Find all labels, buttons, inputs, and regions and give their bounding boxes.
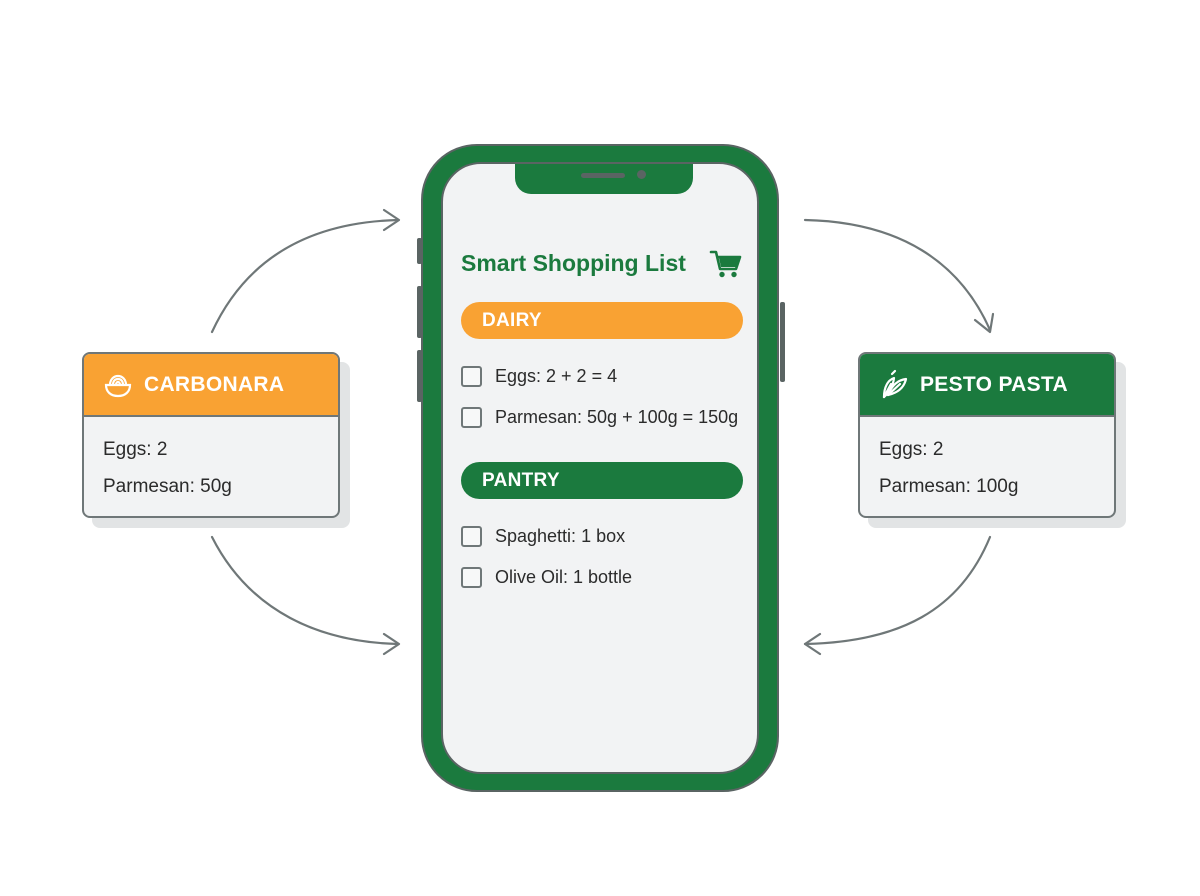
item-checkbox[interactable] [461, 525, 482, 547]
recipe-card-pesto-pasta: PESTO PASTA Eggs: 2 Parmesan: 100g [858, 352, 1116, 518]
phone-screen: Smart Shopping List DAIRY Eggs: 2 + 2 = … [441, 162, 759, 774]
ingredient-item: Eggs: 2 [879, 439, 944, 460]
phone-side-button [417, 238, 422, 264]
recipe-title: PESTO PASTA [920, 372, 1068, 396]
recipe-card-header: PESTO PASTA [860, 354, 1114, 417]
arrow-carbonara-to-list-top [210, 218, 400, 334]
item-checkbox[interactable] [461, 406, 482, 428]
ingredient-item: Parmesan: 50g [103, 476, 232, 497]
category-header-pantry[interactable]: PANTRY [461, 462, 743, 499]
phone-volume-up-button [417, 286, 422, 338]
phone-device: Smart Shopping List DAIRY Eggs: 2 + 2 = … [417, 144, 785, 792]
list-item[interactable]: Eggs: 2 + 2 = 4 [461, 363, 617, 389]
shopping-cart-icon [709, 248, 743, 285]
app-title: Smart Shopping List [461, 250, 686, 276]
phone-power-button [780, 302, 785, 382]
item-label: Olive Oil: 1 bottle [495, 566, 633, 587]
arrow-pesto-to-list-bottom [803, 535, 992, 646]
item-checkbox[interactable] [461, 566, 482, 588]
arrow-carbonara-to-list-bottom [210, 535, 400, 646]
front-camera [637, 170, 646, 179]
arrowhead [382, 632, 401, 656]
item-label: Parmesan: 50g + 100g = 150g [495, 406, 739, 427]
recipe-card-header: CARBONARA [84, 354, 338, 417]
phone-notch [515, 164, 693, 194]
item-label: Spaghetti: 1 box [495, 525, 626, 546]
recipe-card-carbonara: CARBONARA Eggs: 2 Parmesan: 50g [82, 352, 340, 518]
speaker-grille [581, 173, 625, 178]
category-header-dairy[interactable]: DAIRY [461, 302, 743, 339]
pasta-bowl-icon [102, 369, 134, 401]
list-item[interactable]: Olive Oil: 1 bottle [461, 564, 632, 590]
list-item[interactable]: Spaghetti: 1 box [461, 523, 625, 549]
arrowhead [803, 632, 822, 656]
ingredient-list: Eggs: 2 Parmesan: 100g [860, 417, 1114, 509]
arrowhead [973, 312, 995, 334]
item-label: Eggs: 2 + 2 = 4 [495, 365, 618, 386]
phone-volume-down-button [417, 350, 422, 402]
arrow-list-to-pesto-top [803, 218, 992, 332]
list-item[interactable]: Parmesan: 50g + 100g = 150g [461, 404, 738, 430]
item-checkbox[interactable] [461, 365, 482, 387]
ingredient-list: Eggs: 2 Parmesan: 50g [84, 417, 338, 509]
arrowhead [382, 208, 401, 232]
ingredient-item: Eggs: 2 [103, 439, 168, 460]
recipe-title: CARBONARA [144, 372, 285, 396]
basil-leaf-icon [878, 369, 910, 401]
ingredient-item: Parmesan: 100g [879, 476, 1019, 497]
